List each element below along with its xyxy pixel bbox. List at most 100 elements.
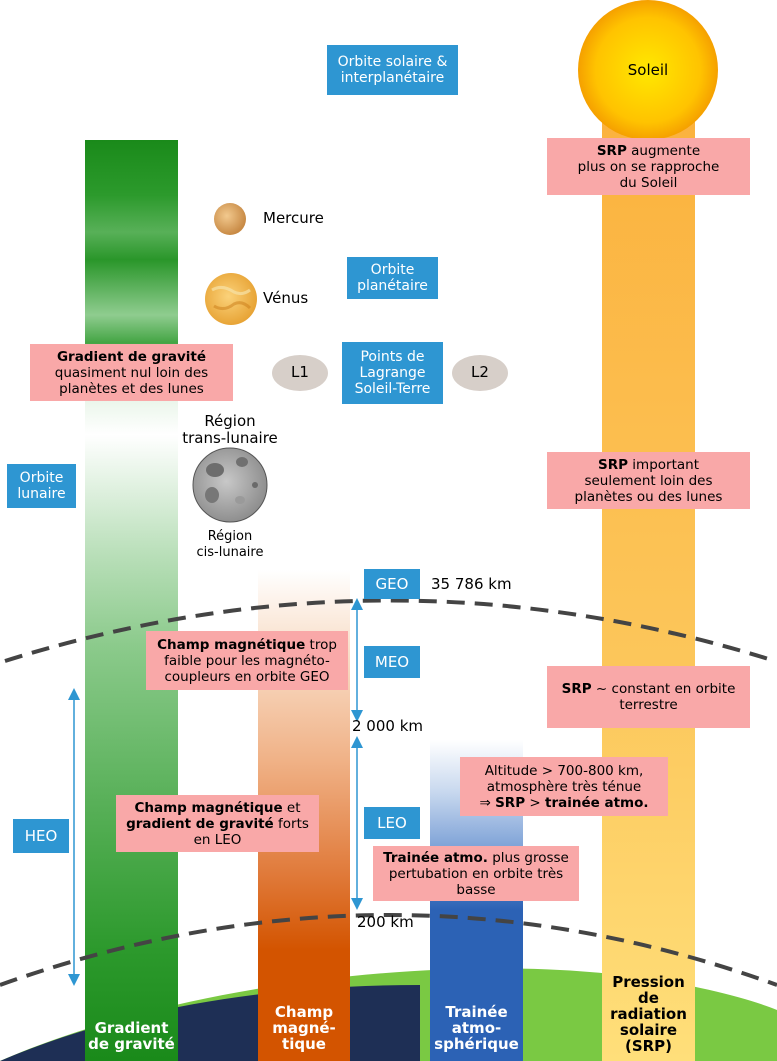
trans-lunar-label: Région trans-lunaire bbox=[165, 413, 295, 447]
sun-label: Soleil bbox=[627, 61, 669, 79]
note-srp-sun-line2: plus on se rapproche bbox=[577, 158, 720, 175]
note-srp-far-rest: important bbox=[628, 456, 699, 473]
lunar-orbit-line2: lunaire bbox=[17, 486, 66, 502]
gravity-label-line1: Gradient bbox=[94, 1019, 169, 1037]
drag-column-label: Trainée atmo- sphérique bbox=[426, 1004, 527, 1052]
magnetic-column-label: Champ magné- tique bbox=[258, 1004, 350, 1052]
l2-point bbox=[452, 355, 508, 391]
earth-ocean bbox=[0, 985, 420, 1061]
srp-label-line4: solaire bbox=[619, 1021, 678, 1039]
heo-box: HEO bbox=[13, 819, 69, 853]
note-magnetic-leo-bold2: gradient de gravité bbox=[126, 815, 274, 832]
cis-lunar-line1: Région bbox=[207, 529, 253, 544]
venus-icon bbox=[205, 273, 257, 325]
note-magnetic-leo-line3: en LEO bbox=[193, 831, 242, 848]
note-altitude-high: Altitude > 700-800 km, atmosphère très t… bbox=[460, 757, 668, 816]
gravity-column bbox=[85, 140, 178, 1061]
magnetic-column-base bbox=[258, 950, 350, 1061]
l2-label: L2 bbox=[471, 363, 489, 381]
note-srp-far: SRP important seulement loin des planète… bbox=[547, 452, 750, 509]
venus-label: Vénus bbox=[263, 289, 309, 307]
note-magnetic-geo-line3: coupleurs en orbite GEO bbox=[164, 668, 330, 685]
note-drag-leo-bold: Trainée atmo. bbox=[383, 849, 488, 866]
drag-label-line2: atmo- bbox=[451, 1019, 502, 1037]
srp-column-label: Pression de radiation solaire (SRP) bbox=[602, 974, 695, 1054]
srp-column bbox=[602, 60, 695, 1061]
note-srp-sun: SRP augmente plus on se rapproche du Sol… bbox=[547, 138, 750, 195]
note-magnetic-geo: Champ magnétique trop faible pour les ma… bbox=[146, 631, 348, 690]
cis-lunar-label: Région cis-lunaire bbox=[175, 529, 285, 561]
srp-label-line2: de bbox=[638, 989, 659, 1007]
trans-lunar-line1: Région bbox=[204, 412, 256, 430]
note-srp-sun-rest: augmente bbox=[626, 142, 701, 159]
note-gravity-far-line2: quasiment nul loin des bbox=[54, 364, 209, 381]
note-drag-leo: Trainée atmo. plus grosse pertubation en… bbox=[373, 846, 579, 901]
note-srp-earth-line2: terrestre bbox=[619, 697, 678, 713]
note-magnetic-geo-rest: trop bbox=[305, 636, 337, 653]
geo-box: GEO bbox=[364, 569, 420, 599]
note-altitude-high-line1: Altitude > 700-800 km, bbox=[484, 762, 644, 779]
note-srp-earth: SRP ~ constant en orbite terrestre bbox=[547, 666, 750, 728]
planetary-orbit-box: Orbite planétaire bbox=[347, 257, 438, 299]
note-srp-sun-line3: du Soleil bbox=[619, 174, 678, 191]
planetary-orbit-line1: Orbite bbox=[370, 262, 415, 278]
magnetic-column-gradient bbox=[258, 570, 350, 950]
srp-label-line1: Pression bbox=[612, 973, 685, 991]
note-altitude-high-bold1: SRP bbox=[495, 794, 526, 811]
leo-orbit-arc bbox=[0, 913, 777, 987]
note-drag-leo-line3: basse bbox=[456, 881, 496, 898]
leo-low-altitude: 200 km bbox=[357, 913, 414, 931]
note-magnetic-leo: Champ magnétique et gradient de gravité … bbox=[116, 795, 319, 852]
drag-label-line1: Trainée bbox=[445, 1003, 508, 1021]
l1-label: L1 bbox=[291, 363, 309, 381]
lunar-orbit-line1: Orbite bbox=[19, 470, 64, 486]
note-altitude-high-arrow: ⇒ bbox=[479, 794, 496, 811]
l1-point bbox=[272, 355, 328, 391]
magnetic-label-line3: tique bbox=[282, 1035, 326, 1053]
note-altitude-high-line2: atmosphère très ténue bbox=[486, 778, 642, 795]
solar-orbit-line1: Orbite solaire & bbox=[337, 54, 448, 70]
note-gravity-far-bold: Gradient de gravité bbox=[56, 348, 207, 365]
mercury-label: Mercure bbox=[263, 209, 324, 227]
note-srp-far-line2: seulement loin des bbox=[584, 472, 713, 489]
gravity-label-line2: de gravité bbox=[88, 1035, 175, 1053]
note-srp-sun-bold: SRP bbox=[596, 142, 627, 159]
note-magnetic-leo-rest2: forts bbox=[273, 815, 309, 832]
note-drag-leo-rest: plus grosse bbox=[487, 849, 569, 866]
heo-label: HEO bbox=[24, 827, 58, 845]
srp-label-line3: radiation bbox=[610, 1005, 687, 1023]
meo-label: MEO bbox=[374, 653, 410, 671]
note-magnetic-geo-line2: faible pour les magnéto- bbox=[164, 652, 330, 669]
solar-orbit-box: Orbite solaire & interplanétaire bbox=[327, 45, 458, 95]
lunar-orbit-box: Orbite lunaire bbox=[7, 464, 76, 508]
planetary-orbit-line2: planétaire bbox=[357, 278, 428, 294]
note-srp-earth-rest: ~ constant en orbite bbox=[591, 681, 736, 697]
note-drag-leo-line2: pertubation en orbite très bbox=[388, 865, 564, 882]
trans-lunar-line2: trans-lunaire bbox=[182, 429, 278, 447]
drag-label-line3: sphérique bbox=[434, 1035, 519, 1053]
note-gravity-far-line3: planètes et des lunes bbox=[59, 380, 204, 397]
lagrange-line1: Points de bbox=[360, 349, 425, 365]
note-gravity-far: Gradient de gravité quasiment nul loin d… bbox=[30, 344, 233, 401]
geo-orbit-arc bbox=[4, 598, 776, 663]
lagrange-points-box: Points de Lagrange Soleil-Terre bbox=[342, 342, 443, 404]
meo-box: MEO bbox=[364, 646, 420, 678]
magnetic-label-line1: Champ bbox=[274, 1003, 334, 1021]
lagrange-line3: Soleil-Terre bbox=[354, 381, 431, 397]
note-magnetic-leo-rest1: et bbox=[282, 799, 301, 816]
geo-label: GEO bbox=[375, 575, 409, 593]
magnetic-label-line2: magné- bbox=[272, 1019, 336, 1037]
srp-label-line5: (SRP) bbox=[624, 1037, 673, 1055]
lagrange-line2: Lagrange bbox=[359, 365, 426, 381]
gravity-column-label: Gradient de gravité bbox=[80, 1020, 183, 1052]
geo-altitude: 35 786 km bbox=[431, 575, 512, 593]
note-magnetic-geo-bold: Champ magnétique bbox=[157, 636, 306, 653]
meo-leo-altitude: 2 000 km bbox=[352, 717, 424, 735]
mercury-icon bbox=[214, 203, 246, 235]
note-magnetic-leo-bold1: Champ magnétique bbox=[134, 799, 283, 816]
note-altitude-high-mid: > bbox=[525, 794, 545, 811]
leo-label: LEO bbox=[377, 814, 407, 832]
drag-column-base bbox=[430, 910, 523, 1061]
solar-orbit-line2: interplanétaire bbox=[340, 70, 445, 86]
note-srp-earth-bold: SRP bbox=[561, 681, 592, 697]
